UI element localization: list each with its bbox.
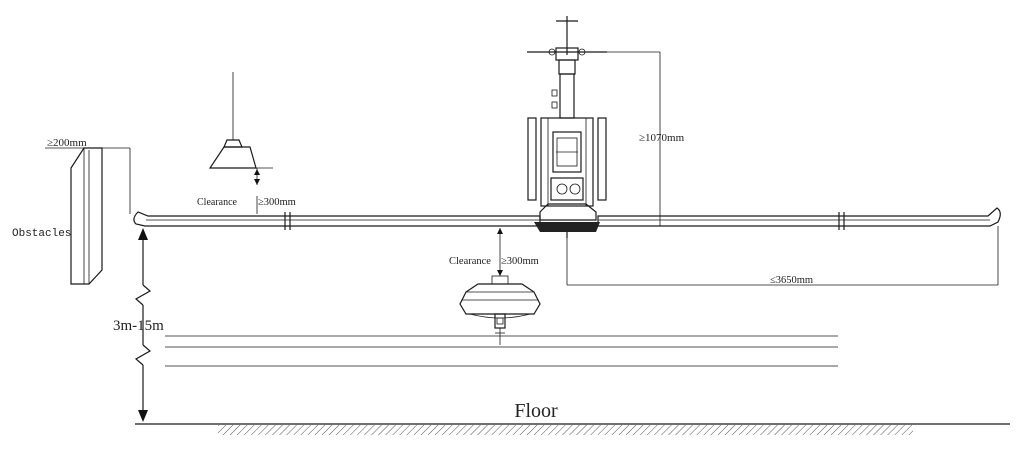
high-bay-lamp xyxy=(459,275,541,345)
height-dimension xyxy=(134,228,152,422)
fan-motor-assembly xyxy=(527,16,607,238)
radius-label: ≤3650mm xyxy=(770,275,813,286)
obstacle-gap-dimension xyxy=(45,147,131,214)
floor xyxy=(135,423,1010,435)
fan-blade-left xyxy=(133,211,541,230)
obstacle-box xyxy=(70,147,103,285)
lower-clearance-dimension xyxy=(497,228,503,276)
fan-blade-right xyxy=(597,207,1001,230)
lower-clearance-word: Clearance xyxy=(449,256,491,267)
floor-label: Floor xyxy=(514,400,558,422)
reference-lines xyxy=(165,335,838,367)
lower-clearance-value: ≥300mm xyxy=(501,256,539,267)
lamp-clearance-word: Clearance xyxy=(197,197,238,208)
obstacles-label: Obstacles xyxy=(12,228,71,240)
top-clearance-label: ≥1070mm xyxy=(639,132,685,144)
lamp-clearance-value: ≥300mm xyxy=(258,197,296,208)
pendant-lamp xyxy=(208,72,273,185)
height-label: 3m-15m xyxy=(113,318,164,334)
top-clearance-dimension xyxy=(586,51,661,226)
obstacle-gap-label: ≥200mm xyxy=(47,137,87,149)
radius-dimension xyxy=(566,226,999,286)
